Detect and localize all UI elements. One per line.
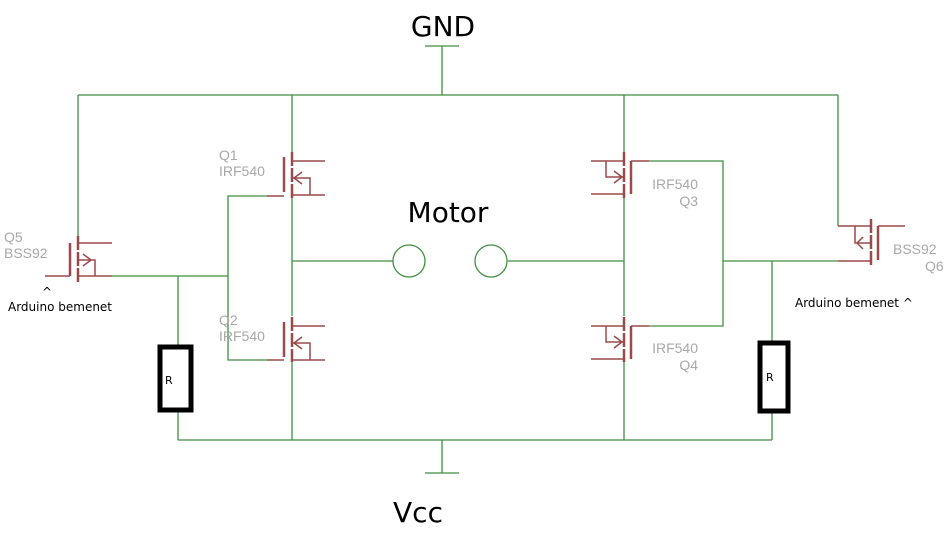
- q5-ref: Q5: [4, 229, 23, 245]
- q4-part: IRF540: [652, 340, 698, 356]
- motor-label: Motor: [408, 196, 489, 229]
- wire: [649, 160, 724, 327]
- mosfet-q6: [838, 219, 905, 265]
- motor-terminal-left: [392, 244, 426, 278]
- mosfet-q3: [591, 152, 649, 198]
- left-input-caret: ^: [42, 285, 52, 299]
- gnd-label: GND: [411, 10, 475, 43]
- mosfet-q1: [267, 152, 325, 198]
- q1-part: IRF540: [219, 163, 265, 179]
- resistor-right-label: R: [766, 371, 774, 384]
- left-input-label: Arduino bemenet: [8, 300, 112, 314]
- motor-terminal-right: [474, 244, 508, 278]
- q2-ref: Q2: [219, 312, 238, 328]
- right-input-label: Arduino bemenet ^: [795, 296, 913, 310]
- q6-part: BSS92: [893, 241, 937, 257]
- q5-part: BSS92: [4, 245, 48, 261]
- mosfet-q5: [45, 236, 112, 282]
- vcc-symbol: [425, 440, 459, 474]
- mosfet-q4: [591, 317, 649, 362]
- q3-ref: Q3: [679, 193, 698, 209]
- q6-ref: Q6: [925, 258, 944, 274]
- resistor-left: [157, 344, 194, 413]
- vcc-label: Vcc: [393, 496, 443, 529]
- q3-part: IRF540: [652, 176, 698, 192]
- q4-ref: Q4: [679, 357, 698, 373]
- wire: [227, 195, 267, 361]
- gnd-symbol: [425, 45, 459, 95]
- q2-part: IRF540: [219, 328, 265, 344]
- resistor-right: [757, 340, 791, 414]
- resistor-left-label: R: [165, 374, 173, 387]
- mosfet-q2: [267, 317, 325, 362]
- q1-ref: Q1: [219, 147, 238, 163]
